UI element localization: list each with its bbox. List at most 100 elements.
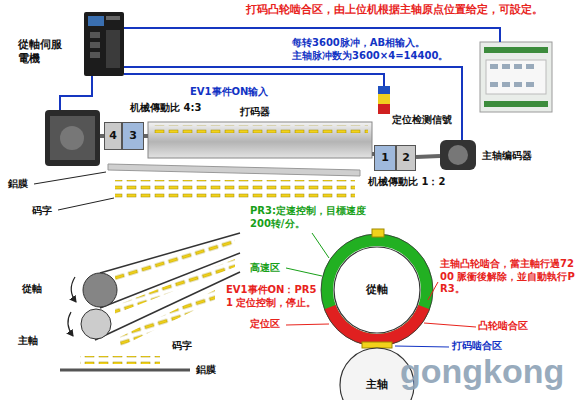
ratio-label: 机械傳動比 4:3 [130,102,201,115]
side-view [71,277,76,302]
side-view [60,369,190,372]
zone-name: 高速区 [250,262,280,275]
node-text: 3 [129,129,137,142]
plc-unit [480,42,552,112]
servo-drive [88,16,104,26]
circle-outline [334,247,420,333]
note-text: 打码凸轮啮合区，由上位机根据主轴原点位置给定，可設定。 [246,3,543,17]
part-name: 從軸伺服電機 [18,38,66,66]
node-text: 4 [109,129,117,142]
servo-drive [90,32,100,38]
gear-box: 1 [374,145,396,171]
gear-box: 2 [396,145,416,171]
signal-name: 定位检测信號 [392,114,452,127]
plc-unit [502,64,510,69]
part-name: 主轴编码器 [482,150,532,163]
film-band [58,198,114,210]
leader-line [312,233,329,258]
node-text: 主轴 [366,378,388,391]
zone-note: PR3:定速控制，目標速度200转/分。 [250,205,368,230]
leader-line [286,324,329,325]
node-label: 4 [109,129,117,142]
main-encoder [440,140,476,170]
watermark: gongkong [400,354,564,388]
cam-ring [321,234,433,346]
leader-line [428,282,438,300]
main-encoder [416,140,476,170]
side-view [81,309,111,339]
plc-unit [514,64,522,69]
signal-name: EV1事件ON输入 [190,86,268,99]
node-label: 3 [129,129,137,142]
signal-wire [124,74,384,86]
side-view [80,356,160,364]
plc-unit [484,101,548,107]
zone-name: 定位区 [250,318,280,331]
servo-motor [50,116,95,160]
plc-unit [490,64,498,69]
film-band [34,172,106,184]
side-view [115,238,235,280]
main-encoder [448,145,468,165]
cam-ring [372,229,384,237]
zone-name: 凸轮啮合区 [478,320,528,333]
plc-unit [526,64,534,69]
main-encoder [416,156,440,157]
spec-note: 每转3600脉冲，AB相输入。 [292,37,425,50]
ratio-label: 机械傳動比 1：2 [368,176,445,189]
node-text: 從軸 [366,283,388,296]
position-sensor [378,86,390,114]
servo-drive [84,12,124,76]
leader-line [424,323,476,327]
plc-unit [514,82,522,87]
part-name: 鋁膜 [196,364,216,377]
printer-drum [144,122,374,158]
printer-drum [152,125,368,133]
plc-unit [480,42,552,112]
film-band [34,164,360,210]
film-band [115,180,355,200]
signal-wire [60,76,92,110]
plc-unit [484,47,548,53]
leader-line [286,268,322,276]
node-label: 2 [402,151,410,164]
node-text: 2 [402,151,410,164]
printer-drum [148,122,372,158]
position-sensor [378,86,390,94]
signal-wire [124,67,462,140]
spec-note: 主轴脉冲数为3600×4=14400。 [292,50,448,63]
servo-drive [84,12,124,76]
servo-motor [45,110,100,166]
gear-box: 3 [122,122,144,150]
printer-drum [144,134,148,138]
cam-ring [362,342,392,348]
zone-note: EV1事件ON：PR51 定位控制，停止。 [226,284,318,309]
part-name: 鋁膜 [8,178,28,191]
side-view [83,273,117,307]
position-sensor [378,104,390,114]
servo-drive [106,30,120,68]
gear-box: 4 [104,122,122,150]
servo-drive [106,16,120,20]
follower-shaft-circle: 從軸 [333,246,421,334]
side-view [60,233,240,370]
servo-drive [90,42,100,48]
part-name: 主軸 [18,335,38,348]
part-name: 打码器 [240,106,270,119]
plc-unit [526,82,534,87]
part-name: 码字 [32,205,52,218]
servo-drive [90,52,100,58]
part-name: 码字 [172,340,192,353]
plc-unit [502,82,510,87]
cam-ring [321,229,433,348]
node-label: 主轴 [366,378,388,391]
side-view [120,290,215,347]
side-view [68,312,73,336]
plc-unit [490,82,498,87]
position-sensor [378,94,390,104]
servo-motor [60,126,84,150]
plc-unit [486,60,546,94]
side-view [115,259,235,314]
zone-note: 主轴凸轮啮合，當主軸行過7200 脈衝後解除，並自動執行PR3。 [440,258,576,296]
